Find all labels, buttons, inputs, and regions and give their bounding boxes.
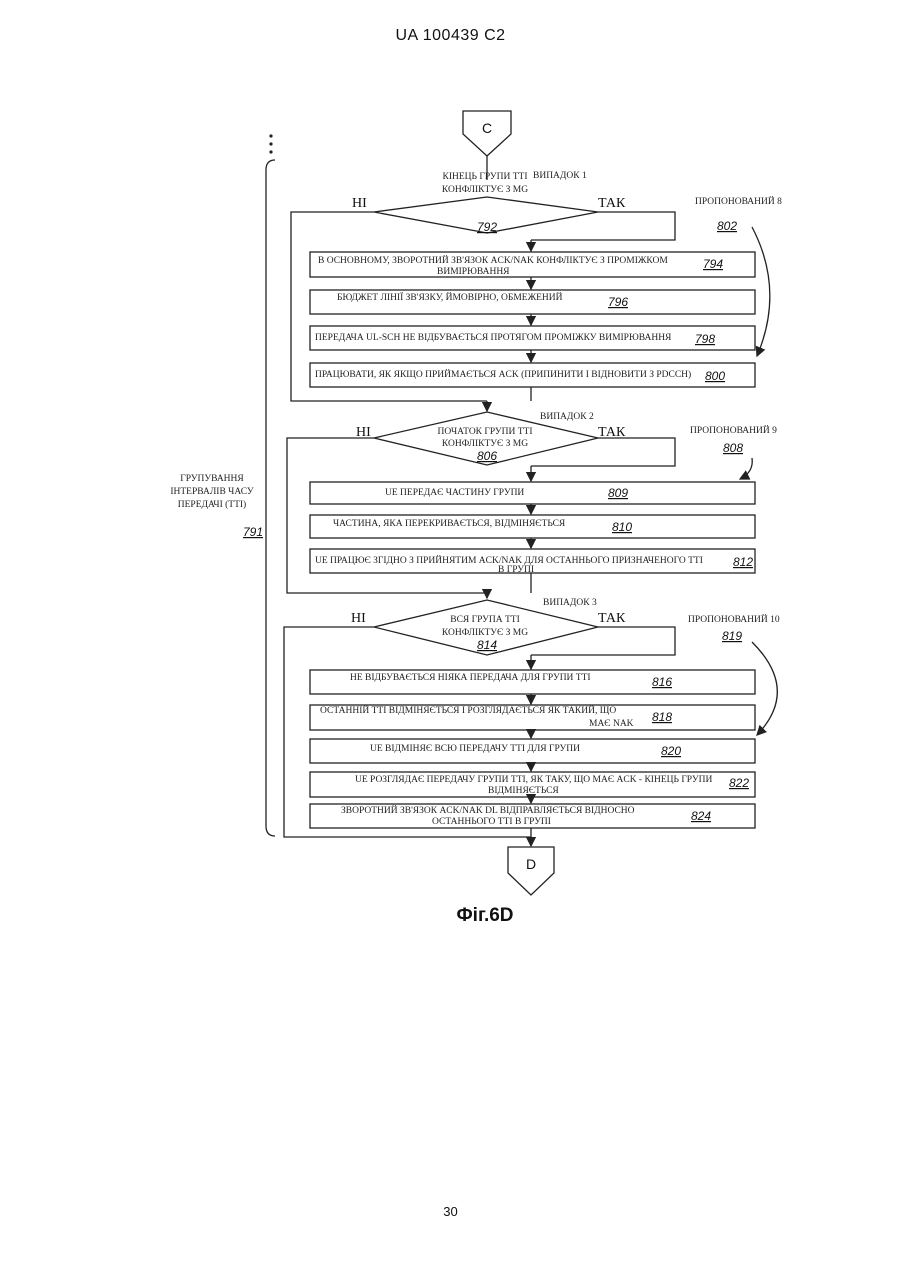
case2-proposed-ref: 808 [723, 441, 743, 455]
case1-decision-ref: 792 [477, 220, 497, 234]
case3-proposed-label: ПРОПОНОВАНИЙ 10 [688, 613, 780, 625]
case1-step-796-text: БЮДЖЕТ ЛІНІЇ ЗВ'ЯЗКУ, ЙМОВІРНО, ОБМЕЖЕНИ… [337, 291, 563, 303]
case1-step-798-ref: 798 [695, 332, 715, 346]
bracket-label-line-2: ІНТЕРВАЛІВ ЧАСУ [170, 487, 254, 497]
case3-decision-line-1: ВСЯ ГРУПА TTI [450, 615, 520, 625]
case1-step-798-text: ПЕРЕДАЧА UL-SCH НЕ ВІДБУВАЄТЬСЯ ПРОТЯГОМ… [315, 333, 672, 343]
case2-step-812-ref: 812 [733, 555, 753, 569]
case3-step-816-ref: 816 [652, 675, 672, 689]
case3-step-818-line-1: ОСТАННІЙ TTI ВІДМІНЯЄТЬСЯ І РОЗГЛЯДАЄТЬС… [320, 704, 616, 716]
case2-proposed-label: ПРОПОНОВАНИЙ 9 [690, 424, 777, 436]
case1-yes-label: ТАК [598, 196, 626, 211]
case3-step-816-text: НЕ ВІДБУВАЄТЬСЯ НІЯКА ПЕРЕДАЧА ДЛЯ ГРУПИ… [350, 673, 591, 683]
page-number: 30 [0, 1204, 901, 1219]
connector-d-label: D [526, 856, 536, 872]
bracket-label-line-3: ПЕРЕДАЧІ (TTI) [178, 499, 246, 510]
case3-step-824-line-1: ЗВОРОТНИЙ ЗВ'ЯЗОК ACK/NAK DL ВІДПРАВЛЯЄТ… [341, 804, 635, 816]
case1-step-794-ref: 794 [703, 257, 723, 271]
case1-step-800-ref: 800 [705, 369, 725, 383]
case1-step-796-ref: 796 [608, 295, 628, 309]
case3-yes-label: ТАК [598, 611, 626, 626]
case2-decision-line-1: ПОЧАТОК ГРУПИ TTI [437, 427, 532, 437]
case2-step-812-line-2: В ГРУПІ [498, 565, 534, 575]
case1-decision-line-2: КОНФЛІКТУЄ З MG [442, 185, 528, 195]
case3-step-818-ref: 818 [652, 710, 672, 724]
case2-label: ВИПАДОК 2 [540, 412, 594, 422]
case3-label: ВИПАДОК 3 [543, 598, 597, 608]
case3-step-820-ref: 820 [661, 744, 681, 758]
case2-decision-line-2: КОНФЛІКТУЄ З MG [442, 439, 528, 449]
connector-c-label: C [482, 120, 492, 136]
case3-proposed-ref: 819 [722, 629, 742, 643]
case1-proposed-label: ПРОПОНОВАНИЙ 8 [695, 195, 782, 207]
case1-label: ВИПАДОК 1 [533, 171, 587, 181]
case3-decision-line-2: КОНФЛІКТУЄ З MG [442, 628, 528, 638]
case3-step-822-line-2: ВІДМІНЯЄТЬСЯ [488, 786, 559, 796]
case2-step-809 [310, 482, 755, 504]
case3-step-824-ref: 824 [691, 809, 711, 823]
case1-step-794-line-1: В ОСНОВНОМУ, ЗВОРОТНИЙ ЗВ'ЯЗОК ACK/NAK К… [318, 254, 668, 266]
case3-step-824-line-2: ОСТАННЬОГО TTI В ГРУПІ [432, 817, 551, 827]
group-bracket [266, 160, 275, 836]
case3-step-822-line-1: UE РОЗГЛЯДАЄ ПЕРЕДАЧУ ГРУПИ TTI, ЯК ТАКУ… [355, 775, 712, 785]
case1-no-label: НІ [352, 196, 367, 211]
case1-step-800-text: ПРАЦЮВАТИ, ЯК ЯКЩО ПРИЙМАЄТЬСЯ ACK (ПРИП… [315, 368, 691, 380]
case3-step-820-text: UE ВІДМІНЯЄ ВСЮ ПЕРЕДАЧУ TTI ДЛЯ ГРУПИ [370, 744, 580, 754]
case3-decision-ref: 814 [477, 638, 497, 652]
case1-proposed-ref: 802 [717, 219, 737, 233]
bracket-ref: 791 [243, 525, 263, 539]
case2-step-810-text: ЧАСТИНА, ЯКА ПЕРЕКРИВАЄТЬСЯ, ВІДМІНЯЄТЬС… [333, 519, 566, 529]
case2-decision-ref: 806 [477, 449, 497, 463]
case3-step-822-ref: 822 [729, 776, 749, 790]
case1-step-794-line-2: ВИМІРЮВАННЯ [437, 267, 510, 277]
case3-no-label: НІ [351, 611, 366, 626]
case1-decision-line-1: КІНЕЦЬ ГРУПИ TTI [443, 172, 528, 182]
figure-caption: Фіг.6D [456, 905, 513, 926]
continuation-dots [269, 134, 272, 153]
case3-step-818-line-2: МАЄ NAK [589, 719, 634, 729]
bracket-label-line-1: ГРУПУВАННЯ [180, 474, 244, 484]
case2-step-809-text: UE ПЕРЕДАЄ ЧАСТИНУ ГРУПИ [385, 488, 524, 498]
case2-step-809-ref: 809 [608, 486, 628, 500]
case2-step-810-ref: 810 [612, 520, 632, 534]
